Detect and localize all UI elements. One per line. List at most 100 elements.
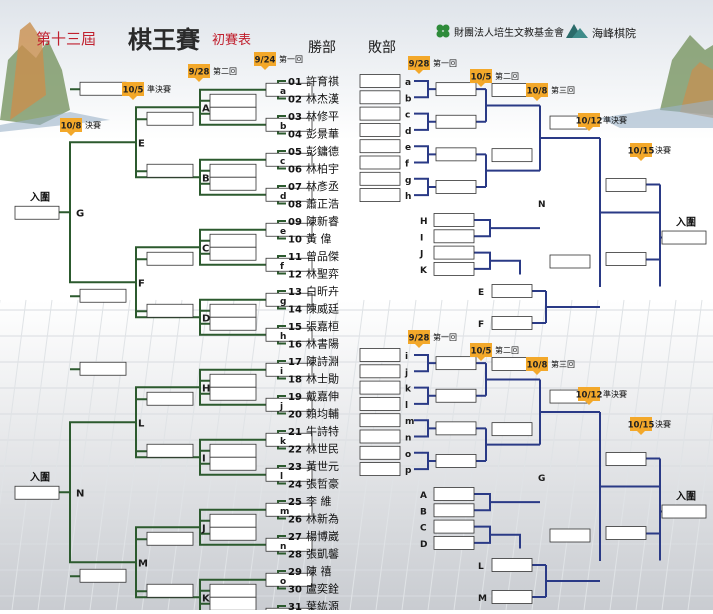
player-name: 陳 禧 (306, 565, 332, 578)
winner-r1-box (265, 222, 313, 237)
winner-r2-box (209, 386, 257, 401)
player-number: 18 (288, 375, 302, 386)
winner-r1-label: c (280, 157, 285, 167)
winner-r1-box (265, 537, 313, 552)
winner-r1-box (265, 362, 313, 377)
player-name: 林聖弈 (306, 267, 339, 281)
player-number: 10 (288, 235, 302, 246)
player-name: 牛詩特 (306, 424, 339, 438)
stage-tag-text: 準決賽 (147, 84, 171, 94)
winner-r1-label: f (280, 262, 284, 272)
bracket-line (545, 565, 600, 597)
winner-r2-label: K (202, 593, 211, 604)
loser-late-box (491, 590, 533, 604)
stage-tag (122, 82, 144, 100)
player-name: 林修平 (306, 109, 339, 123)
loser-mid-box (433, 245, 475, 260)
loser-mid-box (433, 213, 475, 227)
player-number: 11 (288, 252, 302, 263)
stage-tag (470, 69, 492, 87)
winner-final-box (79, 288, 127, 303)
loser-late-box (549, 528, 591, 543)
player-number: 17 (288, 357, 302, 368)
loser-mid-label: K (420, 266, 428, 276)
loser-r2-box (435, 388, 477, 403)
loser-r1-box (359, 123, 401, 137)
player-name: 陳威廷 (306, 303, 339, 316)
player-number: 12 (288, 270, 302, 281)
player-number: 22 (288, 445, 302, 456)
winner-r2-box (209, 316, 257, 331)
loser-semi-box (605, 452, 647, 466)
winner-r2-box (209, 443, 257, 458)
grid-line (323, 299, 365, 611)
stage-tag-text: 決賽 (85, 120, 101, 130)
winner-r1-label: k (280, 437, 287, 447)
loser-late-label: E (478, 288, 484, 298)
winner-r1-label: n (280, 542, 286, 552)
grid-line (89, 299, 131, 611)
player-name: 賴均輔 (306, 407, 339, 421)
stage-tag-date: 10/5 (123, 86, 144, 96)
bracket-line (599, 138, 660, 287)
grid-line (635, 299, 677, 611)
loser-mid-box (433, 519, 475, 534)
grid-line (661, 299, 703, 611)
loser-r2-box (435, 454, 477, 468)
loser-r2-box (435, 356, 477, 371)
player-number: 06 (288, 165, 302, 176)
loser-r1-label: f (405, 160, 409, 170)
winner-r2-box (209, 583, 257, 598)
winner-r2-box (209, 526, 257, 541)
winner-final-box (79, 361, 127, 376)
loser-r1-label: k (405, 385, 412, 395)
mountain-decoration-left (0, 22, 110, 132)
winner-final-label: G (76, 208, 84, 219)
loser-r1-label: b (405, 94, 412, 104)
player-name: 林彥丞 (306, 179, 339, 193)
player-name: 張嘉桓 (306, 319, 339, 333)
winner-r1-box (265, 397, 313, 412)
mountain-logo-icon (566, 24, 588, 38)
grid-line (0, 299, 27, 506)
loser-late-box (549, 254, 591, 269)
loser-r1-box (359, 445, 401, 460)
loser-r2-box (435, 180, 477, 194)
winner-r2-label: B (202, 173, 210, 184)
stage-tag (188, 64, 210, 82)
winner-r1-label: g (280, 297, 286, 307)
player-number: 04 (288, 130, 302, 141)
grid-line (11, 299, 53, 611)
stage-tag-date: 9/28 (409, 334, 430, 344)
player-number: 01 (288, 77, 302, 88)
grid-line (297, 299, 339, 611)
mountain-decoration-right (600, 35, 713, 128)
loser-late-label: F (478, 320, 484, 330)
stage-tag-text: 準決賽 (603, 115, 627, 125)
player-name: 林書陽 (306, 337, 339, 351)
loser-r2-box (435, 421, 477, 436)
bracket-line (136, 398, 147, 453)
loser-r1-box (359, 364, 401, 379)
winner-r2-label: H (202, 383, 210, 394)
stage-tag-date: 10/5 (471, 347, 492, 357)
player-number: 16 (288, 340, 302, 351)
player-name: 林杰漢 (306, 92, 339, 106)
loser-r1-label: c (405, 111, 410, 121)
winner-r3-label: M (138, 558, 148, 569)
stage-tag-text: 第一回 (433, 332, 457, 342)
winner-r2-box (209, 93, 257, 108)
stage-tag-text: 決賽 (655, 145, 671, 155)
winner-r3-box (146, 251, 194, 266)
player-number: 23 (288, 462, 302, 473)
player-number: 20 (288, 410, 302, 421)
player-name: 曾品傑 (306, 249, 339, 263)
loser-r1-box (359, 188, 401, 203)
loser-semi-box (605, 178, 647, 192)
loser-semi-box (605, 526, 647, 540)
bracket-line (539, 379, 600, 445)
bracket-line (277, 605, 312, 614)
winner-r3-box (146, 111, 194, 126)
loser-mid-box (433, 229, 475, 244)
bracket-line (485, 363, 540, 396)
